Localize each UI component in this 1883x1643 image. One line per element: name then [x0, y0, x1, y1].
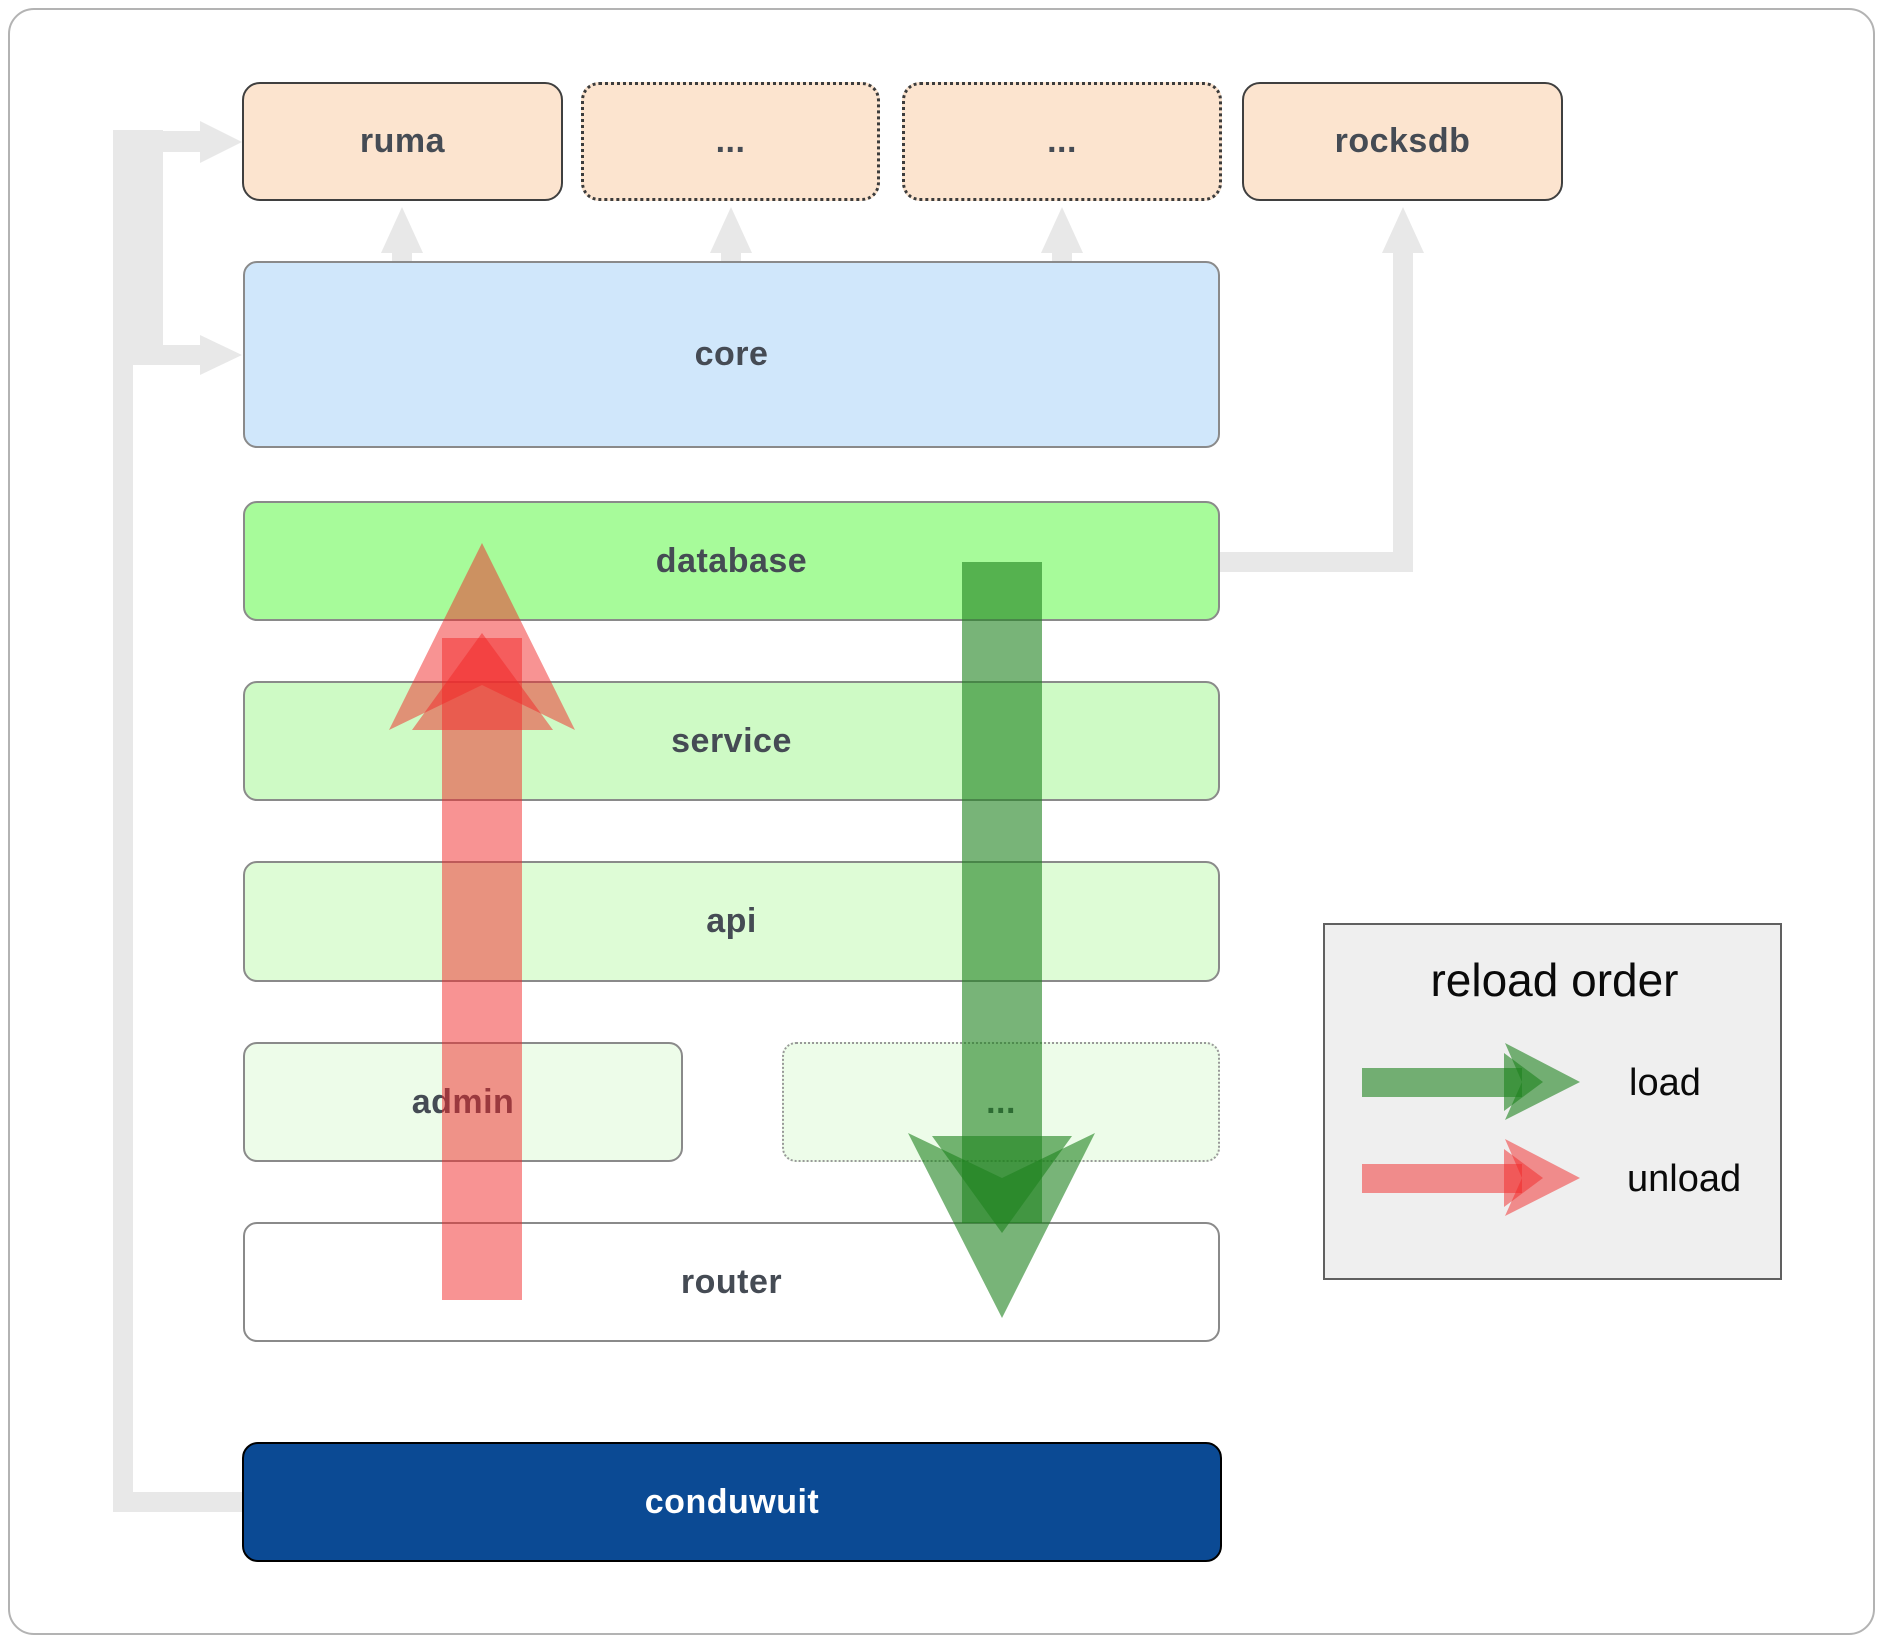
box-admin-label: admin: [411, 1082, 515, 1121]
box-admin: admin: [243, 1042, 683, 1162]
box-core-label: core: [694, 335, 769, 373]
box-ext-top-2-label: ...: [1047, 122, 1077, 160]
box-service: service: [243, 681, 1220, 801]
box-api: api: [243, 861, 1220, 982]
box-core: core: [243, 261, 1220, 448]
box-ruma: ruma: [242, 82, 563, 201]
box-conduwuit-label: conduwuit: [644, 1482, 820, 1521]
box-service-label: service: [671, 721, 792, 760]
box-ext-top-2: ...: [902, 82, 1222, 201]
legend-reload-order: reload order load unload: [1323, 923, 1782, 1280]
legend-unload-label: unload: [1627, 1158, 1742, 1200]
box-rocksdb: rocksdb: [1242, 82, 1563, 201]
box-conduwuit: conduwuit: [242, 1442, 1222, 1562]
box-ext-top-1: ...: [581, 82, 880, 201]
box-database-label: database: [655, 541, 808, 580]
box-ruma-label: ruma: [359, 122, 446, 160]
outer-frame: [8, 8, 1875, 1635]
box-router-label: router: [680, 1262, 783, 1301]
legend-load-label: load: [1629, 1062, 1701, 1104]
box-rocksdb-label: rocksdb: [1334, 122, 1471, 160]
box-api-label: api: [706, 902, 757, 940]
box-ext-admin-label: ...: [986, 1082, 1016, 1121]
box-ext-admin: ...: [782, 1042, 1220, 1162]
box-database: database: [243, 501, 1220, 621]
box-router: router: [243, 1222, 1220, 1342]
legend-title: reload order: [1430, 954, 1679, 1006]
box-ext-top-1-label: ...: [715, 122, 746, 160]
